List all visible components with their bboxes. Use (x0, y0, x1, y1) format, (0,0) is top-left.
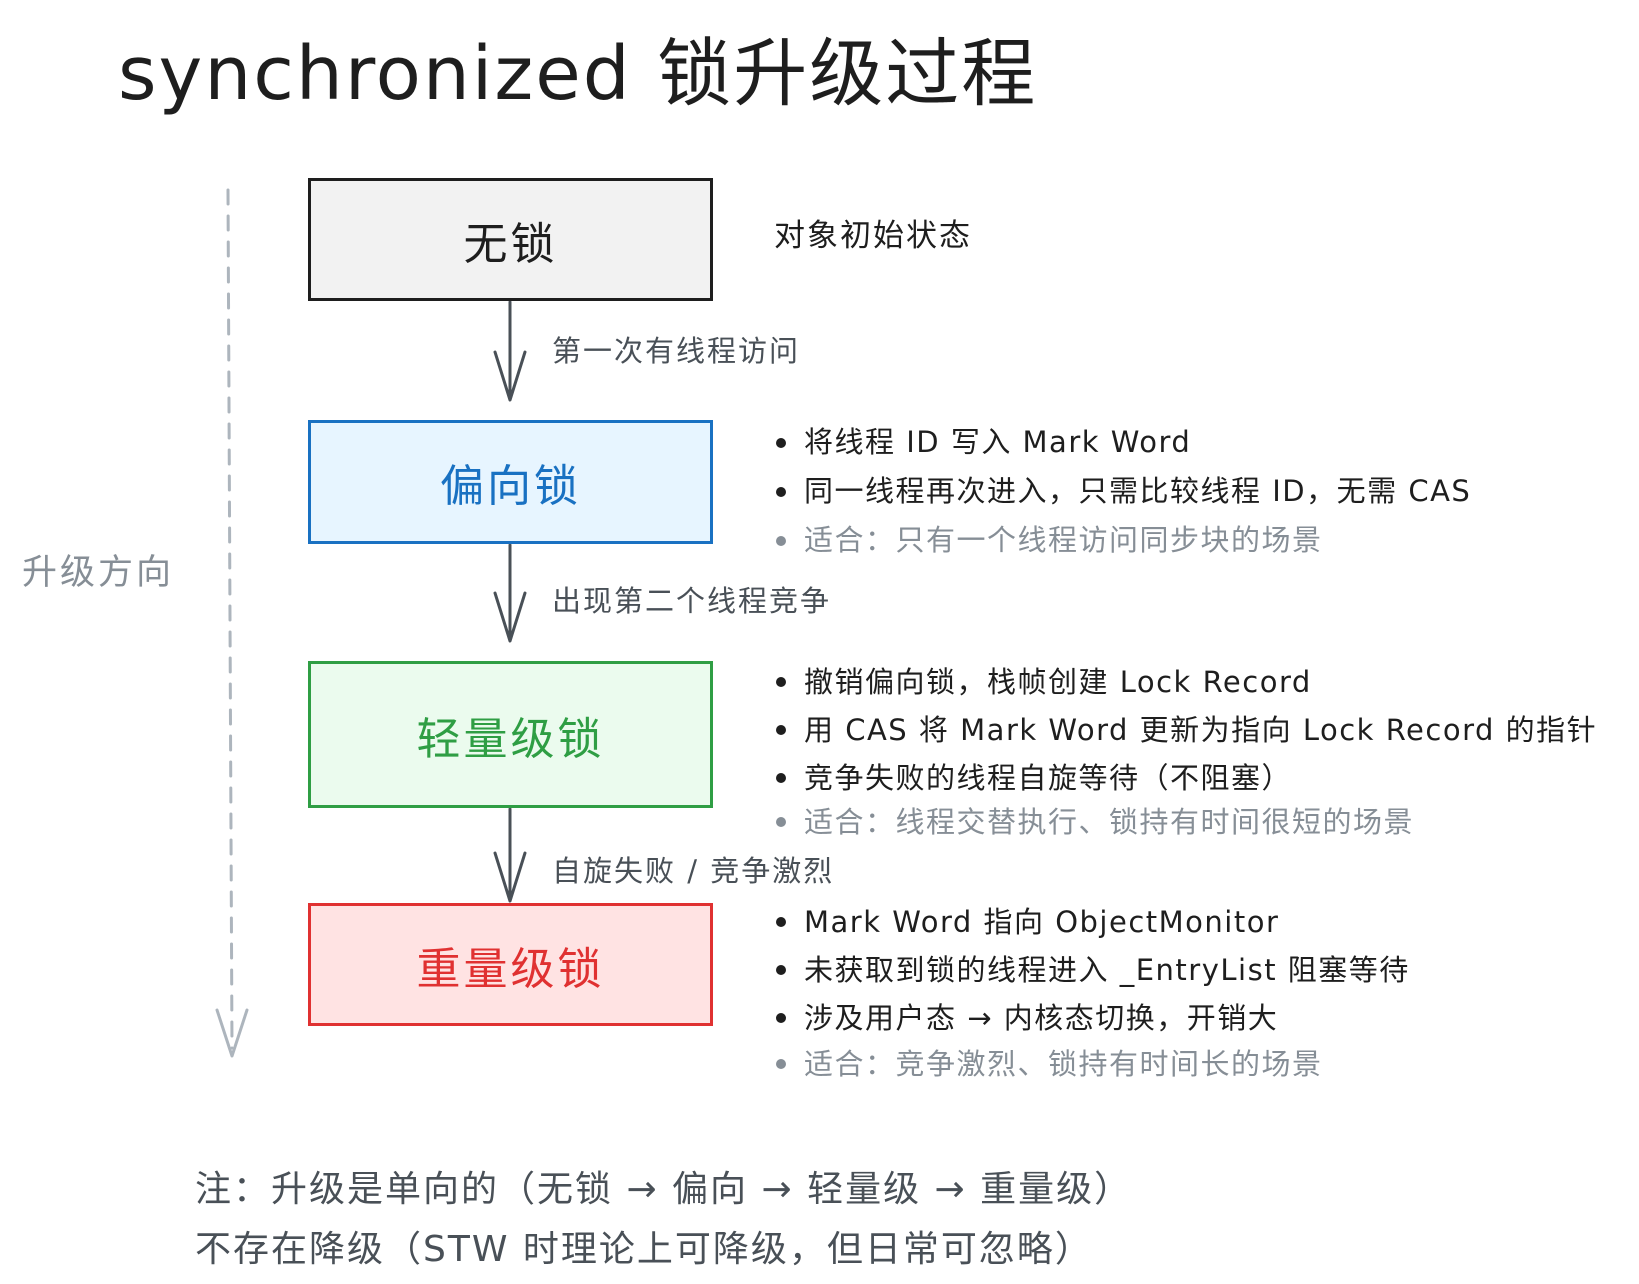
biased-lock-details: 将线程 ID 写入 Mark Word 同一线程再次进入，只需比较线程 ID，无… (774, 418, 1471, 565)
upgrade-axis-arrowhead (215, 1008, 249, 1058)
list-item: 未获取到锁的线程进入 _EntryList 阻塞等待 (774, 946, 1410, 994)
state-box-no-lock: 无锁 (308, 178, 713, 301)
state-label-no-lock: 无锁 (463, 218, 558, 270)
footer-note-one-way: 注：升级是单向的（无锁 → 偏向 → 轻量级 → 重量级） (195, 1169, 1133, 1210)
state-box-biased-lock: 偏向锁 (308, 420, 713, 544)
scenario-item: 适合：竞争激烈、锁持有时间长的场景 (774, 1042, 1410, 1086)
arrowhead-light-to-heavy (493, 851, 527, 903)
state-label-heavyweight-lock: 重量级锁 (416, 943, 605, 995)
list-item: 用 CAS 将 Mark Word 更新为指向 Lock Record 的指针 (774, 706, 1597, 754)
list-item: Mark Word 指向 ObjectMonitor (774, 898, 1410, 946)
arrowhead-biased-to-light (493, 591, 527, 643)
lightweight-lock-details: 撤销偏向锁，栈帧创建 Lock Record 用 CAS 将 Mark Word… (774, 658, 1597, 842)
scenario-item: 适合：只有一个线程访问同步块的场景 (774, 516, 1471, 565)
upgrade-axis-line (226, 188, 234, 1050)
state-label-lightweight-lock: 轻量级锁 (416, 713, 605, 765)
no-lock-description: 对象初始状态 (774, 218, 972, 254)
list-item: 撤销偏向锁，栈帧创建 Lock Record (774, 658, 1597, 706)
heavyweight-lock-details: Mark Word 指向 ObjectMonitor 未获取到锁的线程进入 _E… (774, 898, 1410, 1086)
arrowhead-none-to-biased (493, 350, 527, 402)
transition-label-first-access: 第一次有线程访问 (552, 334, 801, 368)
list-item: 涉及用户态 → 内核态切换，开销大 (774, 994, 1410, 1042)
scenario-item: 适合：线程交替执行、锁持有时间很短的场景 (774, 802, 1597, 842)
list-item: 竞争失败的线程自旋等待（不阻塞） (774, 754, 1597, 802)
list-item: 同一线程再次进入，只需比较线程 ID，无需 CAS (774, 467, 1471, 516)
transition-label-spin-fail: 自旋失败 / 竞争激烈 (552, 854, 835, 888)
upgrade-direction-label: 升级方向 (22, 553, 175, 593)
diagram-title: synchronized 锁升级过程 (118, 31, 1038, 117)
state-box-lightweight-lock: 轻量级锁 (308, 661, 713, 808)
footer-note-no-downgrade: 不存在降级（STW 时理论上可降级，但日常可忽略） (195, 1229, 1093, 1270)
state-label-biased-lock: 偏向锁 (440, 461, 581, 512)
state-box-heavyweight-lock: 重量级锁 (308, 903, 713, 1026)
transition-label-second-thread: 出现第二个线程竞争 (552, 584, 832, 618)
list-item: 将线程 ID 写入 Mark Word (774, 418, 1471, 467)
